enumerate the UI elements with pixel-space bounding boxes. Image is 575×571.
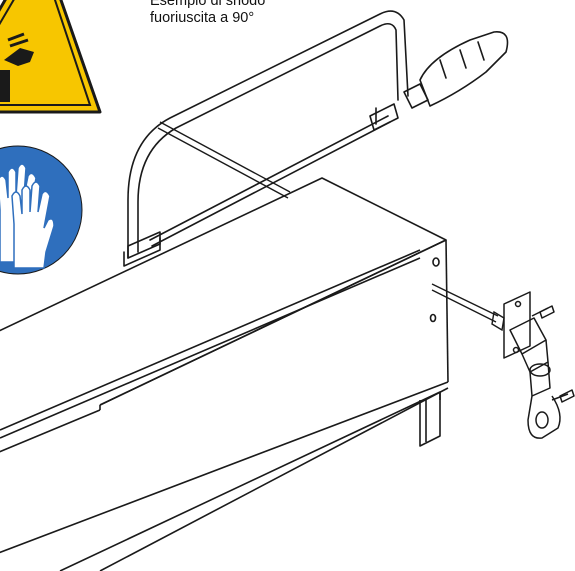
- caption-line-1: Esempio di snodo: [150, 0, 266, 9]
- box-profile: [0, 177, 449, 571]
- caption-line-2: fuoriuscita a 90°: [150, 10, 255, 26]
- protective-gloves-icon: [0, 145, 83, 275]
- hacksaw: [123, 10, 509, 267]
- hand-cut-warning-icon: [0, 0, 102, 114]
- swivel-joint-assembly: [503, 291, 575, 439]
- diagram-caption: Esempio di snodo fuoriuscita a 90°: [150, 0, 265, 27]
- hinge-pin: [431, 283, 505, 332]
- rod: [157, 121, 291, 199]
